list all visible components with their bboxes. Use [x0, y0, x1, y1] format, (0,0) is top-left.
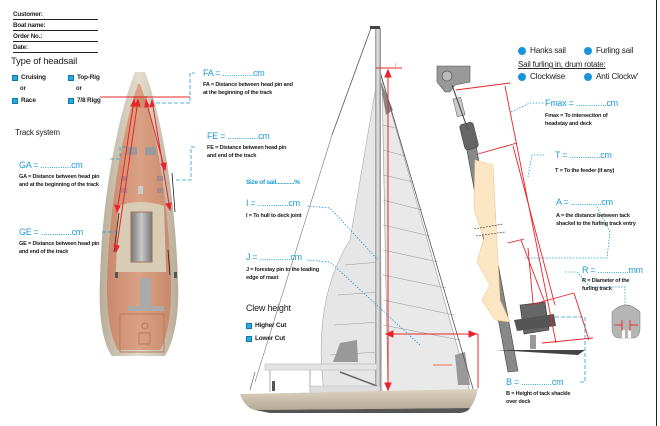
size-of-sail[interactable]: Size of sail............%: [246, 179, 300, 186]
drum-rotate-title: Sail furling in, drum rotate:: [518, 60, 606, 69]
option-label: Hanks sail: [530, 46, 566, 55]
checkbox-icon[interactable]: [246, 322, 252, 329]
b-measure[interactable]: B = ..............cm: [506, 377, 564, 387]
checkbox-icon[interactable]: [12, 97, 18, 104]
option-label: Top-Rig: [77, 74, 100, 81]
option-label: Clockwise: [530, 72, 566, 81]
i-description: I = To hull to deck joint: [246, 213, 302, 219]
or-label: or: [20, 86, 26, 92]
clew-height-title: Clew height: [246, 303, 291, 313]
fe-measure[interactable]: FE = ..............cm: [207, 131, 270, 141]
customer-field[interactable]: Customer:: [13, 10, 98, 20]
option-label: Lower Cut: [255, 335, 285, 342]
boat-side-view: I: [240, 26, 479, 413]
boat-top-view: [99, 72, 195, 356]
b-description: B = Height of tack shackle over deck: [506, 391, 571, 405]
checkbox-icon[interactable]: [68, 97, 74, 104]
track-system-title: Track system: [15, 128, 60, 137]
j-description: J = forestay pin to the leading edge of …: [246, 267, 319, 281]
boat-name-label: Boat name:: [13, 22, 46, 29]
boat-name-field[interactable]: Boat name:: [13, 21, 98, 31]
ge-measure[interactable]: GE = ..............cm: [19, 227, 83, 237]
option-7-8-rigg[interactable]: 7/8 Rigg: [68, 97, 101, 104]
r-measure[interactable]: R = ..............mm: [582, 265, 643, 275]
fe-description: FE = Distance between head pin and end o…: [207, 145, 287, 159]
r-description: R = Diameter of the furling track: [582, 278, 630, 292]
fmax-description: Fmax = To intersection of headstay and d…: [545, 113, 608, 127]
page-border: [656, 0, 657, 426]
fmax-measure[interactable]: Fmax = ..............cm: [545, 98, 618, 108]
radio-icon[interactable]: [584, 46, 592, 55]
order-no-field[interactable]: Order No.:: [13, 32, 98, 42]
radio-icon[interactable]: [518, 72, 526, 81]
svg-text:I: I: [395, 63, 396, 69]
ga-description: GA = Distance between head pin and at th…: [19, 174, 100, 188]
ga-measure[interactable]: GA = ..............cm: [19, 160, 83, 170]
option-label: Anti Clockw': [596, 72, 638, 81]
t-measure[interactable]: T = ..............cm: [555, 150, 612, 160]
option-label: Furling sail: [596, 46, 634, 55]
checkbox-icon[interactable]: [12, 74, 18, 81]
option-higher-cut[interactable]: Higher Cut: [246, 322, 286, 329]
option-race[interactable]: Race: [12, 97, 36, 104]
option-label: Higher Cut: [255, 322, 287, 329]
customer-label: Customer:: [13, 11, 43, 18]
radio-icon[interactable]: [518, 46, 526, 55]
ge-description: GE = Distance between head pin and end o…: [19, 241, 100, 255]
option-cruising[interactable]: Cruising: [12, 74, 46, 81]
option-label: Cruising: [21, 74, 46, 81]
option-lower-cut[interactable]: Lower Cut: [246, 335, 285, 342]
j-measure[interactable]: J = ..............cm: [246, 252, 302, 262]
headsail-type-title: Type of headsail: [11, 56, 77, 67]
option-label: Race: [21, 97, 36, 104]
option-anti-clockwise[interactable]: Anti Clockw': [584, 72, 638, 81]
option-hanks-sail[interactable]: Hanks sail: [518, 46, 566, 55]
option-furling-sail[interactable]: Furling sail: [584, 46, 633, 55]
option-clockwise[interactable]: Clockwise: [518, 72, 565, 81]
order-no-label: Order No.:: [13, 33, 43, 40]
or-label: or: [76, 86, 82, 92]
fa-description: FA = Distance between head pin and at th…: [203, 82, 293, 96]
date-label: Date:: [13, 44, 28, 51]
checkbox-icon[interactable]: [246, 335, 252, 342]
option-top-rig[interactable]: Top-Rig: [68, 74, 100, 81]
radio-icon[interactable]: [584, 72, 592, 81]
t-description: T = To the feeder (if any): [555, 168, 615, 174]
date-field[interactable]: Date:: [13, 43, 98, 53]
checkbox-icon[interactable]: [68, 74, 74, 81]
a-description: A = the distance between tack shackel to…: [556, 213, 636, 227]
i-measure[interactable]: I = ..............cm: [246, 198, 300, 208]
furler-detail: [436, 65, 641, 383]
a-measure[interactable]: A = ..............cm: [556, 197, 613, 207]
fa-measure[interactable]: FA = ..............cm: [203, 68, 265, 78]
option-label: 7/8 Rigg: [77, 97, 101, 104]
